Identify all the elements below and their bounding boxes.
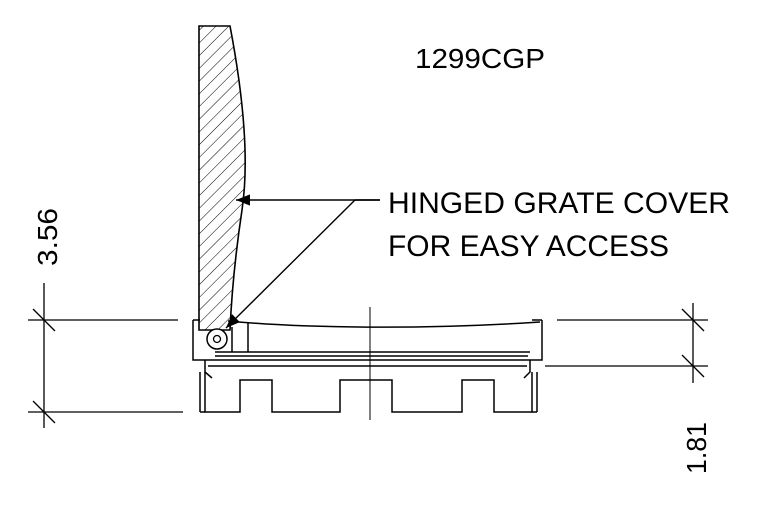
callout-line-2: FOR EASY ACCESS (388, 230, 669, 263)
left-dimension-value: 3.56 (32, 208, 63, 266)
callout-line-1: HINGED GRATE COVER (388, 187, 730, 220)
right-dimension-value: 1.81 (681, 422, 712, 474)
hinged-grate-cover (198, 25, 246, 331)
right-dimension (545, 303, 708, 383)
model-label: 1299CGP (415, 43, 545, 74)
hinge-pin (206, 328, 228, 350)
callout-leaders (225, 194, 380, 329)
left-dimension (28, 283, 183, 428)
channel-body (192, 319, 543, 413)
